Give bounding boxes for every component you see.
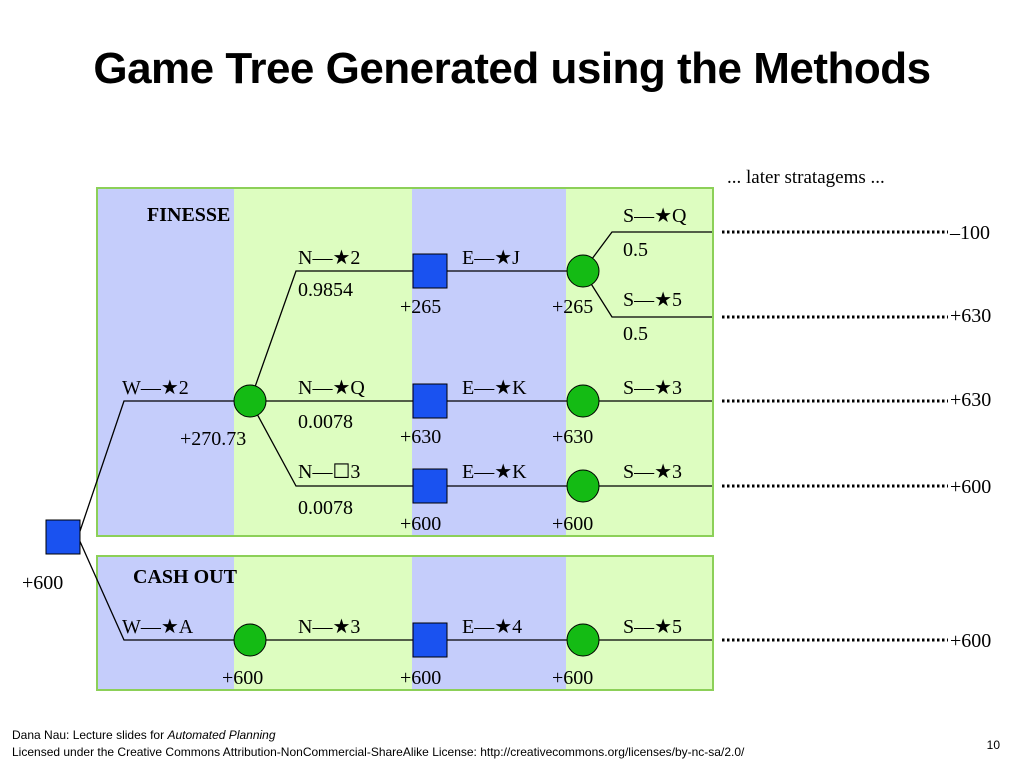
n2-max-node <box>412 253 448 289</box>
n2-value: +265 <box>400 296 441 318</box>
cash-out-e-value: +600 <box>552 667 593 689</box>
nq-value: +630 <box>400 426 441 448</box>
finesse-panel <box>96 187 714 537</box>
root-max-node <box>45 519 81 555</box>
ek-value-b: +600 <box>552 513 593 535</box>
root-value: +600 <box>22 572 63 594</box>
edge-finesse-n3 <box>249 400 430 487</box>
ej-chance-node <box>566 254 600 288</box>
cash-out-n-node <box>412 622 448 658</box>
leaf-s5-move: S—★5 <box>623 289 682 311</box>
result-3: +630 <box>950 389 991 411</box>
finesse-label: FINESSE <box>147 204 230 226</box>
nq-max-node <box>412 383 448 419</box>
finesse-band-w <box>97 188 234 536</box>
footer-credit: Dana Nau: Lecture slides for Automated P… <box>12 728 276 742</box>
ek-value-a: +630 <box>552 426 593 448</box>
result-2: +630 <box>950 305 991 327</box>
n2-move: N—★2 <box>298 247 360 269</box>
cash-out-band-n <box>234 556 412 690</box>
later-stratagem-lines <box>722 230 948 642</box>
cash-out-band-w <box>97 556 234 690</box>
tree-labels: ... later stratagems ... FINESSE CASH OU… <box>22 167 991 689</box>
nq-prob: 0.0078 <box>298 411 353 433</box>
ej-value: +265 <box>552 296 593 318</box>
leaf-s3-move-b: S—★3 <box>623 461 682 483</box>
edge-root-cash-out <box>77 536 250 641</box>
ek-move-a: E—★K <box>462 377 527 399</box>
leaf-s5-prob: 0.5 <box>623 323 648 345</box>
finesse-root-move: W—★2 <box>122 377 189 399</box>
tree-nodes <box>45 253 600 658</box>
cash-out-e-node <box>566 623 600 657</box>
ek-move-b: E—★K <box>462 461 527 483</box>
result-4: +600 <box>950 476 991 498</box>
cash-out-w-node <box>233 623 267 657</box>
footer-license: Licensed under the Creative Commons Attr… <box>12 745 745 759</box>
edge-root-finesse <box>77 400 250 538</box>
n3-max-node <box>412 468 448 504</box>
result-5: +600 <box>950 630 991 652</box>
cash-out-n-value: +600 <box>400 667 441 689</box>
leaf-sq-prob: 0.5 <box>623 239 648 261</box>
cash-out-panel <box>96 555 714 691</box>
cash-out-w-move: W—★A <box>122 616 194 638</box>
nq-move: N—★Q <box>298 377 365 399</box>
finesse-band-n <box>234 188 412 536</box>
slide-title: Game Tree Generated using the Methods <box>93 44 931 93</box>
footer-author: Dana Nau: Lecture slides for <box>12 728 165 742</box>
footer-book-title: Automated Planning <box>167 728 276 742</box>
ek-chance-node-a <box>566 384 600 418</box>
result-1: –100 <box>949 222 990 244</box>
edge-leaf-s5 <box>582 270 712 318</box>
n3-value: +600 <box>400 513 441 535</box>
ek-chance-node-b <box>566 469 600 503</box>
n2-prob: 0.9854 <box>298 279 353 301</box>
cash-out-n-move: N—★3 <box>298 616 360 638</box>
leaf-sq-move: S—★Q <box>623 205 687 227</box>
cash-out-e-move: E—★4 <box>462 616 522 638</box>
later-stratagems-label: ... later stratagems ... <box>727 167 885 188</box>
cash-out-w-value: +600 <box>222 667 263 689</box>
cash-out-border <box>96 555 714 691</box>
n3-move: N—☐3 <box>298 461 360 483</box>
cash-out-s-move: S—★5 <box>623 616 682 638</box>
cash-out-label: CASH OUT <box>133 566 238 588</box>
finesse-chance-node <box>233 384 267 418</box>
tree-edges <box>77 231 712 641</box>
page-number: 10 <box>986 738 1000 752</box>
ej-move: E—★J <box>462 247 520 269</box>
edge-finesse-n2 <box>249 270 430 402</box>
finesse-border <box>96 187 714 537</box>
n3-prob: 0.0078 <box>298 497 353 519</box>
leaf-s3-move-a: S—★3 <box>623 377 682 399</box>
finesse-node-value: +270.73 <box>180 428 246 450</box>
cash-out-band-s <box>566 556 713 690</box>
